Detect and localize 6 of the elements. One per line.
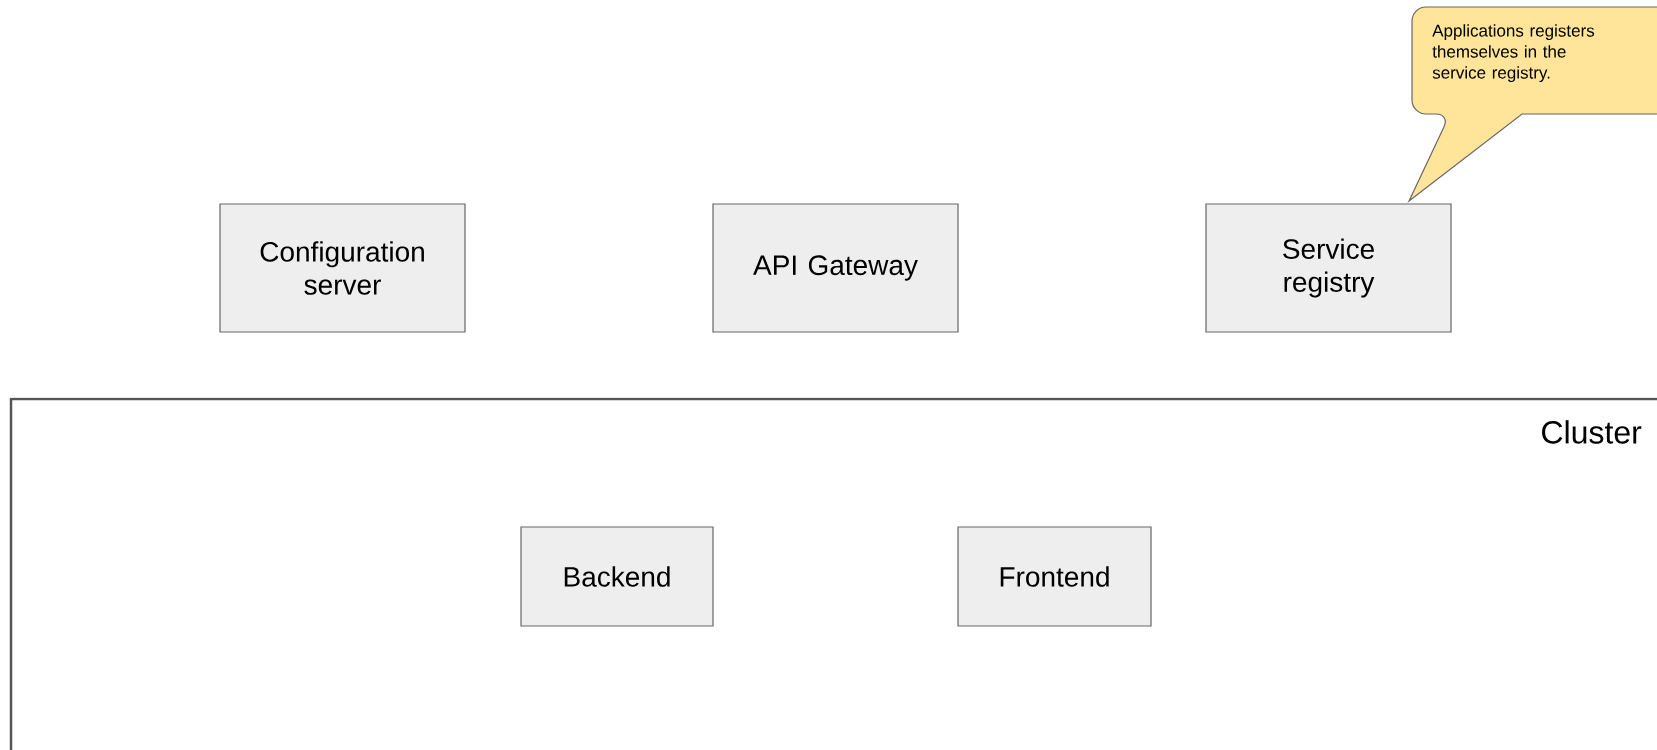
process-box: API Gateway xyxy=(712,203,959,333)
process-box: Backend xyxy=(520,526,714,627)
callout-balloon: Applications registers themselves in the service registry. xyxy=(1408,6,1657,202)
process-box: Configuration server xyxy=(219,203,466,333)
process-box: Service registry xyxy=(1205,203,1452,333)
process-box: Frontend xyxy=(957,526,1152,627)
